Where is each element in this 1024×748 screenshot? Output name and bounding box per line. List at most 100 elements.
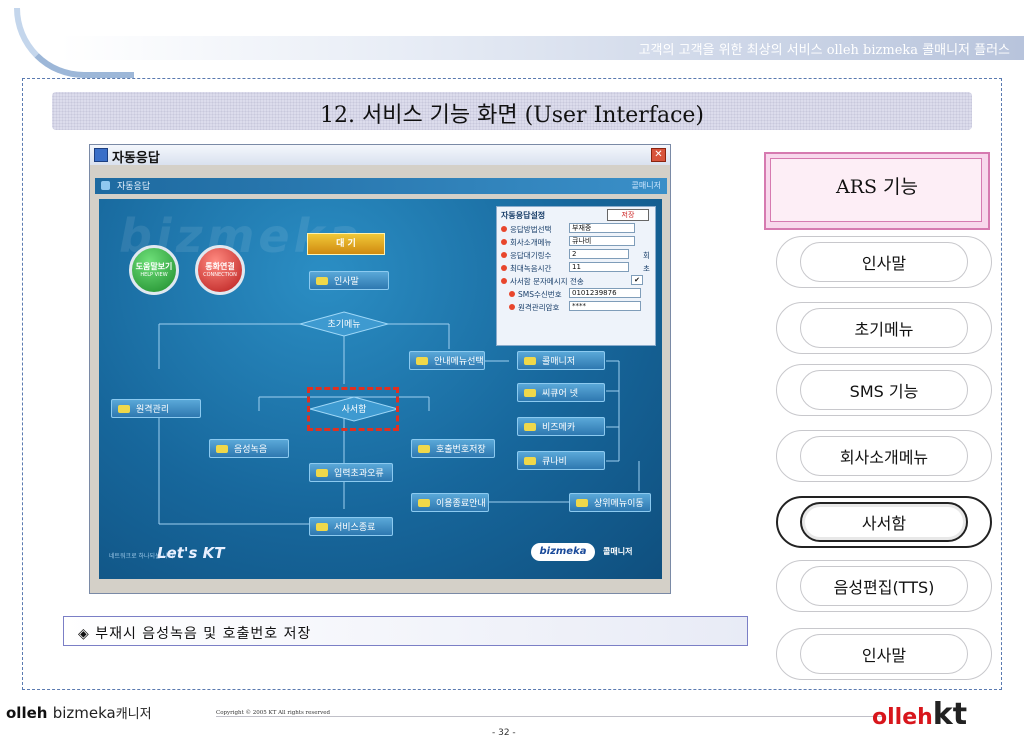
- panel-row: 최대녹음시간: [501, 263, 551, 274]
- node-icon: [316, 523, 328, 531]
- auto-response-window: 자동응답 ✕ 자동응답 콜매니저 bizmeka: [89, 144, 671, 594]
- close-icon[interactable]: ✕: [651, 148, 666, 162]
- bullet-icon: [509, 304, 515, 310]
- brand-kor: 캐니저: [115, 707, 152, 722]
- node-icon: [524, 357, 536, 365]
- menu-label: 인사말: [861, 646, 907, 665]
- node-icon: [576, 499, 588, 507]
- header-band: 고객의 고객을 위한 최상의 서비스 olleh bizmeka 콜매니저 플러…: [60, 36, 1024, 60]
- node-remote[interactable]: 원격관리: [111, 399, 201, 418]
- node-secure-net[interactable]: 씨큐어 넷: [517, 383, 605, 402]
- node-menu-select[interactable]: 안내메뉴선택: [409, 351, 485, 370]
- brand-bizmeka: bizmeka: [52, 704, 116, 722]
- node-icon: [316, 277, 328, 285]
- brand-olleh: olleh: [6, 704, 48, 722]
- node-bizmeka[interactable]: 비즈메카: [517, 417, 605, 436]
- node-call-manager[interactable]: 콜매니저: [517, 351, 605, 370]
- node-usage-end[interactable]: 이용종료안내: [411, 493, 489, 512]
- save-button[interactable]: 저장: [607, 209, 649, 221]
- note-text: ◈ 부재시 음성녹음 및 호출번호 저장: [78, 626, 312, 642]
- node-qnb[interactable]: 큐나비: [517, 451, 605, 470]
- menu-label: 회사소개메뉴: [839, 448, 929, 467]
- menu-item-voicemail[interactable]: 사서함: [776, 496, 992, 548]
- node-greeting[interactable]: 인사말: [309, 271, 389, 290]
- bizmeka-logo: bizmeka: [531, 543, 595, 561]
- bullet-icon: [501, 252, 507, 258]
- pill-inner: [800, 370, 968, 410]
- menu-label: SMS 기능: [849, 382, 919, 401]
- scroll-inner: [770, 158, 982, 222]
- node-icon: [316, 469, 328, 477]
- brand-kt: kt: [932, 697, 968, 732]
- bullet-icon: [501, 239, 507, 245]
- settings-panel: 자동응답설정 저장 응답방법선택 부재중 회사소개메뉴 큐나비 응답대기링수 2…: [496, 206, 656, 346]
- bullet-icon: [509, 291, 515, 297]
- copyright: Copyright © 2005 KT All rights reserved: [216, 710, 331, 716]
- menu-item-greeting-2[interactable]: 인사말: [776, 628, 992, 680]
- node-icon: [216, 445, 228, 453]
- app-icon: [94, 148, 108, 162]
- highlight-box: [307, 387, 399, 431]
- sms-send-checkbox[interactable]: ✔: [631, 275, 643, 285]
- menu-item-sms[interactable]: SMS 기능: [776, 364, 992, 416]
- response-method-select[interactable]: 부재중: [569, 223, 635, 233]
- menu-label: 음성편집(TTS): [833, 578, 935, 597]
- pill-inner: [800, 502, 968, 542]
- node-icon: [416, 357, 428, 365]
- bullet-icon: [501, 265, 507, 271]
- node-icon: [418, 499, 430, 507]
- menu-label: 인사말: [861, 254, 907, 273]
- window-title: 자동응답: [112, 151, 160, 166]
- menu-item-initial-menu[interactable]: 초기메뉴: [776, 302, 992, 354]
- bullet-icon: [501, 226, 507, 232]
- node-icon: [524, 457, 536, 465]
- pill-inner: [800, 436, 968, 476]
- bullet-icon: [501, 278, 507, 284]
- pill-inner: [800, 634, 968, 674]
- node-initial-menu[interactable]: 초기메뉴: [299, 311, 389, 337]
- window-titlebar: 자동응답 ✕: [90, 145, 670, 166]
- ars-heading: ARS 기능: [835, 176, 919, 198]
- window-subheader: 자동응답 콜매니저: [95, 178, 667, 194]
- remote-password-input[interactable]: ****: [569, 301, 641, 311]
- pill-inner: [800, 566, 968, 606]
- menu-item-tts[interactable]: 음성편집(TTS): [776, 560, 992, 612]
- menu-label: 사서함: [861, 514, 907, 533]
- node-upper-menu[interactable]: 상위메뉴이동: [569, 493, 651, 512]
- node-icon: [118, 405, 130, 413]
- slide-title: 12. 서비스 기능 화면 (User Interface): [319, 103, 704, 128]
- standby-button[interactable]: 대 기: [307, 233, 385, 255]
- lets-kt-logo: Let's KT: [157, 544, 225, 562]
- record-time-stepper[interactable]: 11: [569, 262, 629, 272]
- page-number: - 32 -: [492, 728, 516, 738]
- header-tagline: 고객의 고객을 위한 최상의 서비스 olleh bizmeka 콜매니저 플러…: [638, 43, 1010, 58]
- description-note: ◈ 부재시 음성녹음 및 호출번호 저장: [63, 616, 748, 646]
- slide-title-bar: 12. 서비스 기능 화면 (User Interface): [52, 92, 972, 130]
- panel-row: 응답방법선택: [501, 224, 551, 235]
- sms-number-input[interactable]: 0101239876: [569, 288, 641, 298]
- content-frame: [22, 78, 1002, 690]
- node-service-end[interactable]: 서비스종료: [309, 517, 393, 536]
- panel-row: 응답대기링수: [501, 250, 551, 261]
- menu-item-company-menu[interactable]: 회사소개메뉴: [776, 430, 992, 482]
- node-voicemail[interactable]: 사서함: [309, 396, 399, 422]
- window-subtitle-right: 콜매니저: [631, 181, 661, 190]
- node-input-error[interactable]: 입력초과오류: [309, 463, 393, 482]
- panel-row: 원격관리암호: [509, 302, 559, 313]
- company-menu-select[interactable]: 큐나비: [569, 236, 635, 246]
- node-caller-save[interactable]: 호출번호저장: [411, 439, 495, 458]
- node-voice-record[interactable]: 음성녹음: [209, 439, 289, 458]
- node-icon: [524, 423, 536, 431]
- menu-item-greeting[interactable]: 인사말: [776, 236, 992, 288]
- panel-row: SMS수신번호: [509, 289, 562, 300]
- node-icon: [524, 389, 536, 397]
- flow-canvas: bizmeka: [99, 199, 662, 579]
- brand-olleh-right: olleh: [872, 705, 933, 730]
- time-unit: 초: [643, 264, 650, 273]
- ring-count-stepper[interactable]: 2: [569, 249, 629, 259]
- panel-heading: 자동응답설정: [501, 211, 546, 220]
- pill-inner: [800, 242, 968, 282]
- panel-row: 사서함 문자메시지 전송: [501, 276, 584, 287]
